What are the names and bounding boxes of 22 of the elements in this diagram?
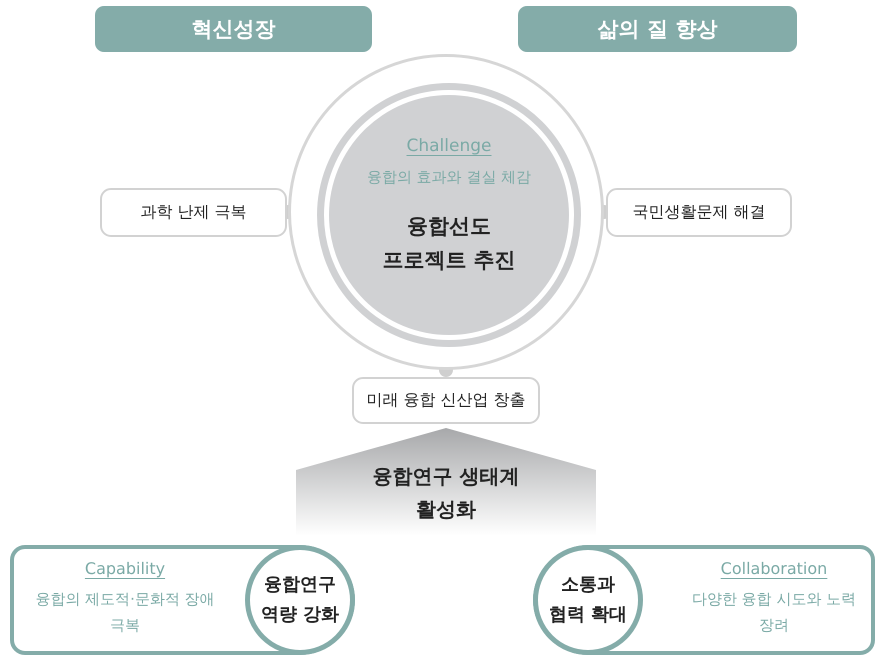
outcome-box: [606, 188, 792, 237]
circle-title: 융합연구 역량 강화: [260, 573, 340, 627]
outcome-text: 국민생활문제 해결: [632, 202, 766, 223]
subtitle-text: 다양한 융합 시도와 노력 장려: [690, 589, 858, 636]
banner-title: 삶의 질 향상: [598, 16, 718, 43]
center-title: 융합선도 프로젝트 추진: [381, 212, 517, 274]
subtitle: Capability: [84, 559, 166, 578]
banner-title: 혁신성장: [192, 16, 276, 43]
outcome-text: 미래 융합 신산업 창출: [366, 390, 526, 411]
strategy-panel: [533, 545, 875, 655]
subtitle-text: 융합의 제도적·문화적 장애 극복: [35, 589, 215, 636]
outcome-text: 과학 난제 극복: [140, 202, 247, 223]
subtitle-text: 융합의 효과와 결실 체감: [366, 168, 532, 186]
title-banner: [95, 6, 372, 52]
circle-title: 소통과 협력 확대: [548, 573, 628, 627]
outcome-box: [100, 188, 287, 237]
outcome-box: [352, 377, 540, 424]
subtitle: Challenge: [406, 136, 492, 156]
strategy-panel: [10, 545, 355, 655]
subtitle: Collaboration: [720, 559, 828, 578]
title-banner: [518, 6, 797, 52]
arrow-text: 융합연구 생태계 활성화: [372, 463, 520, 523]
